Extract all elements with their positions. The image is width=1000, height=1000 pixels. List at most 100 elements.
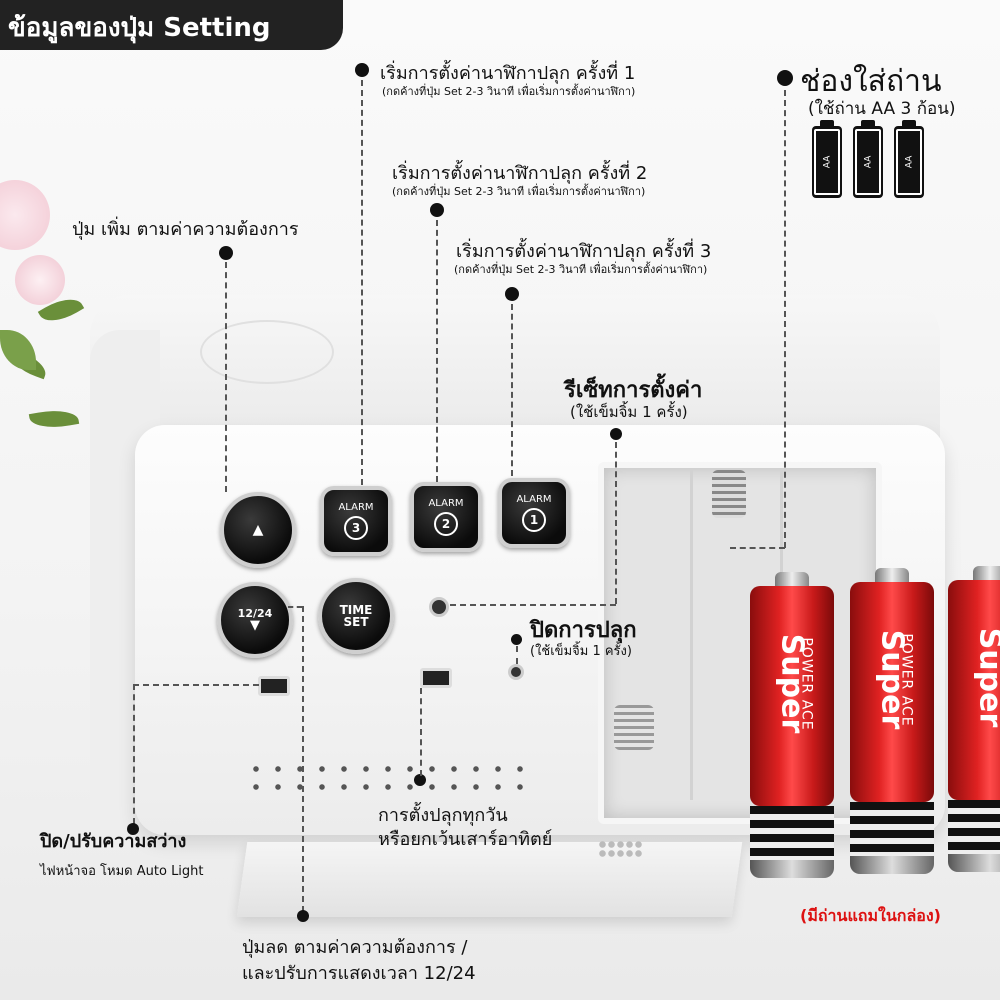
battery-bottom (948, 854, 1000, 872)
leaf-decoration (28, 405, 80, 433)
callout-dot (127, 823, 139, 835)
up-button[interactable]: ▲ (220, 492, 296, 568)
alarm-3-label: เริ่มการตั้งค่านาฬิกาปลุก ครั้งที่ 3 (456, 241, 712, 262)
page-title: ข้อมูลของปุ่ม Setting (8, 13, 271, 43)
up-arrow-icon: ▲ (252, 522, 264, 538)
callout-dot (777, 70, 793, 86)
alarm-clock-icon: 3 (344, 516, 368, 540)
battery-icon-cap (861, 120, 875, 126)
callout-dot (355, 63, 369, 77)
battery-icon-label: AA (821, 155, 832, 169)
battery-icon-body: AA (812, 126, 842, 198)
battery-bottom (750, 860, 834, 878)
weekday-label-line2: หรือยกเว้นเสาร์อาทิตย์ (378, 829, 553, 850)
battery-terminal (775, 572, 809, 586)
brightness-switch[interactable] (258, 676, 290, 696)
alarm-1-label: เริ่มการตั้งค่านาฬิกาปลุก ครั้งที่ 1 (380, 63, 636, 84)
battery-stripes (850, 802, 934, 856)
battery-icon-label: AA (903, 155, 914, 169)
weekday-label-line1: การตั้งปลุกทุกวัน (378, 805, 508, 826)
battery-stripes (750, 806, 834, 860)
top-snooze-mark (200, 320, 334, 384)
battery-icon-cap (902, 120, 916, 126)
time-set-label: SET (343, 615, 369, 629)
battery-body: Super (948, 580, 1000, 800)
alarm-label: ALARM (516, 494, 552, 505)
flower-decoration (15, 255, 65, 305)
battery-body: Super POWER ACE (750, 586, 834, 806)
down-button-label-line1: ปุ่มลด ตามค่าความต้องการ / (242, 937, 468, 958)
callout-dot (610, 428, 622, 440)
title-banner (0, 0, 343, 50)
alarm-2-sublabel: (กดค้างที่ปุ่ม Set 2-3 วินาที เพื่อเริ่ม… (392, 185, 646, 198)
callout-line (784, 90, 786, 548)
bay-divider (690, 470, 693, 800)
flower-decoration (0, 180, 50, 250)
battery-stripes (948, 800, 1000, 854)
battery-icon: AA (894, 120, 924, 198)
callout-line (730, 547, 785, 549)
callout-dot (414, 774, 426, 786)
brightness-sublabel: ไฟหน้าจอ โหมด Auto Light (40, 864, 204, 879)
callout-dot (297, 910, 309, 922)
battery-cell: Super POWER ACE (750, 572, 834, 882)
callout-line (420, 688, 422, 776)
reset-sublabel: (ใช้เข็มจิ้ม 1 ครั้ง) (570, 403, 688, 421)
down-12-24-button[interactable]: 12/24 ▼ (217, 582, 293, 658)
callout-line (516, 646, 518, 664)
alarm-2-label: เริ่มการตั้งค่านาฬิกาปลุก ครั้งที่ 2 (392, 163, 648, 184)
alarm-clock-icon: 2 (434, 512, 458, 536)
battery-terminal (973, 566, 1000, 580)
alarm-3-sublabel: (กดค้างที่ปุ่ม Set 2-3 วินาที เพื่อเริ่ม… (454, 263, 708, 276)
battery-icon: AA (853, 120, 883, 198)
battery-compartment-sublabel: (ใช้ถ่าน AA 3 ก้อน) (808, 99, 956, 119)
callout-dot (219, 246, 233, 260)
alarm-clock-icon: 1 (522, 508, 546, 532)
lid-grip (598, 840, 642, 858)
alarm-label: ALARM (428, 498, 464, 509)
alarm-2-button[interactable]: ALARM 2 (410, 482, 482, 552)
battery-compartment-label: ช่องใส่ถ่าน (800, 64, 942, 99)
battery-icon-body: AA (853, 126, 883, 198)
down-button-label: 12/24 (237, 607, 273, 620)
weekday-switch[interactable] (420, 668, 452, 688)
time-set-label: TIME (339, 603, 373, 617)
battery-brand: Super (972, 627, 1000, 728)
callout-line (133, 684, 135, 824)
included-batteries-note: (มีถ่านแถมในกล่อง) (800, 906, 941, 925)
alarm-1-button[interactable]: ALARM 1 (498, 478, 570, 548)
battery-series: POWER ACE (798, 637, 815, 731)
battery-series: POWER ACE (898, 633, 915, 727)
battery-cell: Super (948, 566, 1000, 876)
battery-lid (236, 842, 743, 917)
battery-cell: Super POWER ACE (850, 568, 934, 878)
alarm-off-sublabel: (ใช้เข็มจิ้ม 1 ครั้ง) (530, 644, 632, 659)
battery-icon-cap (820, 120, 834, 126)
down-arrow-icon: ▼ (250, 618, 260, 633)
callout-line (436, 220, 438, 482)
battery-spring (712, 470, 746, 518)
speaker-grille (245, 760, 535, 800)
battery-spring (614, 705, 654, 750)
battery-compartment (598, 462, 882, 824)
battery-terminal (875, 568, 909, 582)
callout-line (511, 304, 513, 476)
alarm-3-button[interactable]: ALARM 3 (320, 486, 392, 556)
time-set-button[interactable]: TIME SET (318, 578, 394, 654)
brightness-label: ปิด/ปรับความสว่าง (40, 831, 187, 852)
callout-line (450, 604, 616, 606)
callout-line (361, 80, 363, 485)
battery-icon: AA (812, 120, 842, 198)
callout-line (225, 262, 227, 492)
alarm-1-sublabel: (กดค้างที่ปุ่ม Set 2-3 วินาที เพื่อเริ่ม… (382, 85, 636, 98)
reset-pinhole[interactable] (429, 597, 449, 617)
callout-line (133, 684, 259, 686)
battery-body: Super POWER ACE (850, 582, 934, 802)
alarm-off-pinhole[interactable] (508, 664, 524, 680)
battery-icon-body: AA (894, 126, 924, 198)
reset-label: รีเซ็ทการตั้งค่า (564, 378, 703, 403)
leaf-decoration (0, 330, 36, 370)
callout-line (302, 606, 304, 912)
battery-icon-label: AA (862, 155, 873, 169)
callout-dot (511, 634, 522, 645)
